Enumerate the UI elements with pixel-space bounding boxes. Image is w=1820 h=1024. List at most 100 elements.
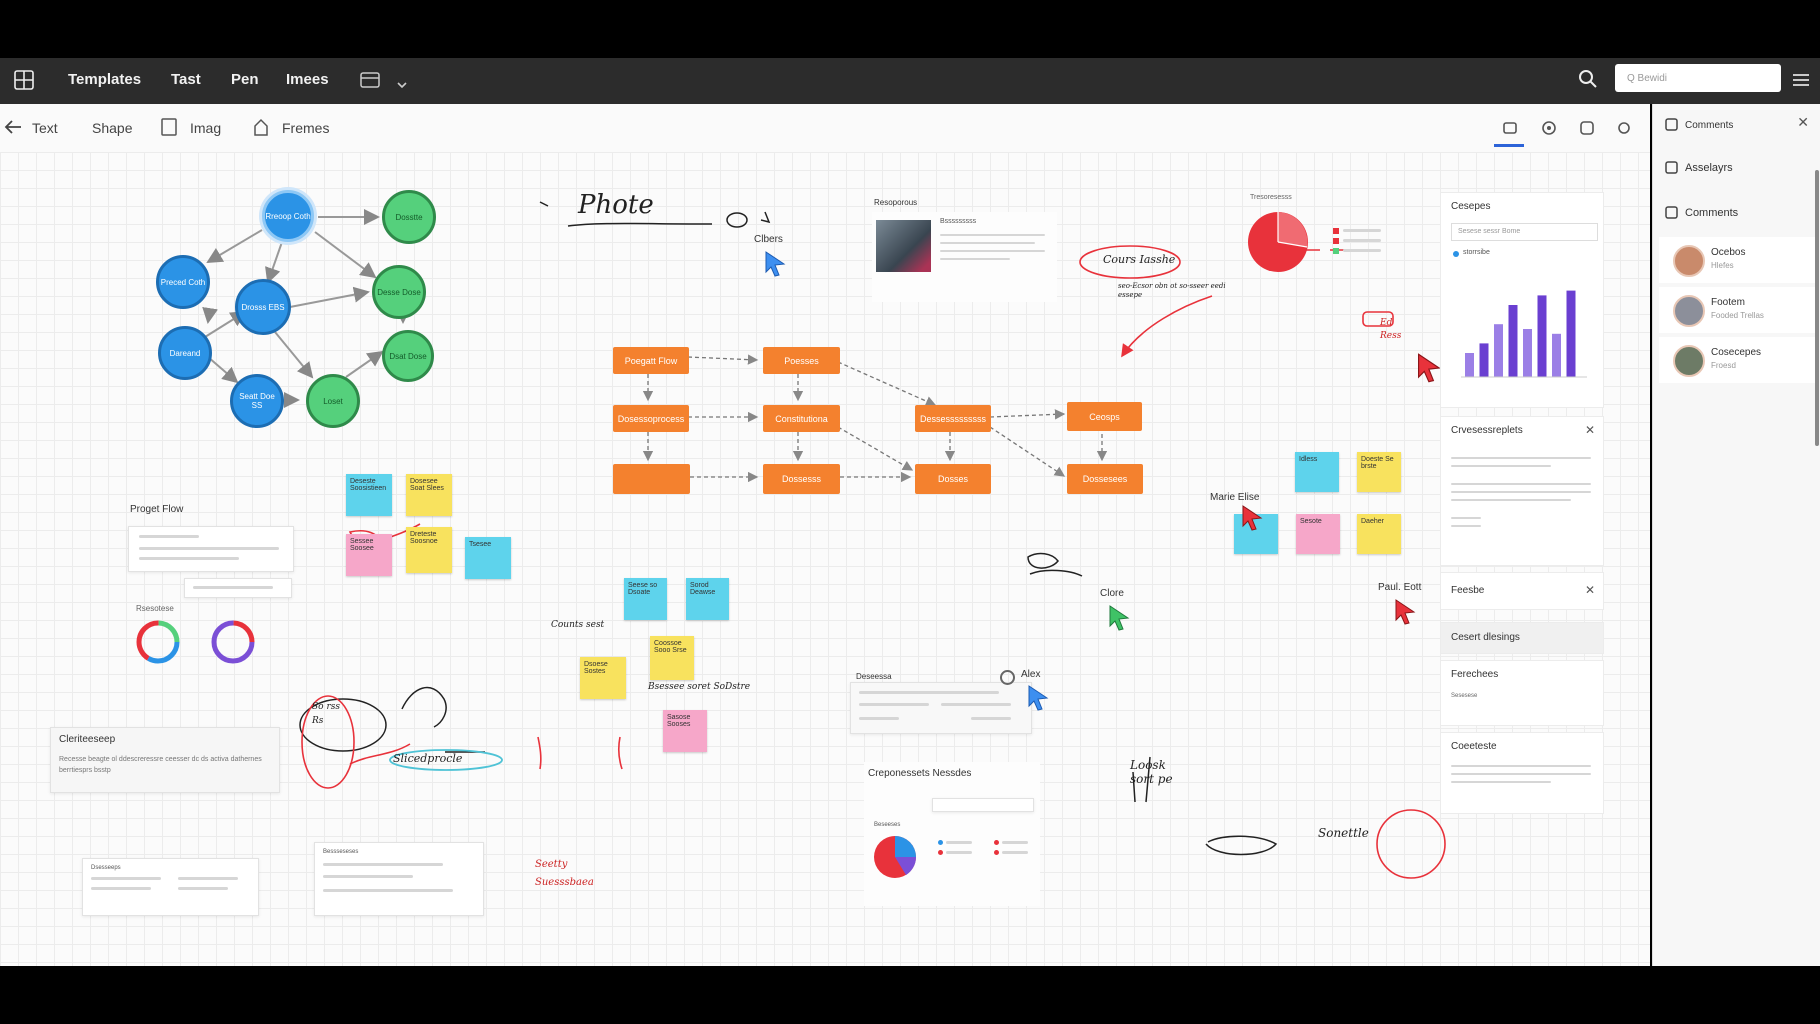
flow-box-9[interactable]: Dosses	[915, 464, 991, 494]
sidebar-header: Comments	[1685, 120, 1734, 131]
green-cursor-icon	[1109, 605, 1130, 631]
graph-node-7[interactable]: Dsat Dose	[382, 330, 434, 382]
graph-node-2[interactable]: Dosstte	[382, 190, 436, 244]
view-icon-2[interactable]	[1541, 120, 1557, 141]
dashboard-title: Deseessa	[856, 672, 892, 681]
close-icon[interactable]: ✕	[1584, 583, 1595, 597]
graph-node-9[interactable]: Loset	[306, 374, 360, 428]
components-tabs[interactable]	[932, 798, 1034, 812]
close-icon[interactable]: ✕	[1584, 423, 1595, 437]
sticky-note[interactable]: Dreteste Soosnoe	[406, 527, 452, 573]
components-sub: Beseeses	[874, 822, 901, 828]
menu-pen[interactable]: Pen	[231, 71, 259, 88]
red-cursor-icon	[1395, 599, 1416, 625]
sticky-note[interactable]: Sessee Soosee	[346, 534, 392, 576]
back-arrow-icon[interactable]	[4, 119, 22, 140]
panel-coeeteste[interactable]: Coeeteste	[1440, 732, 1604, 814]
panel-crvesessreplets[interactable]: Crvesessreplets ✕	[1440, 416, 1604, 566]
menu-templates[interactable]: Templates	[68, 71, 142, 88]
search-icon[interactable]	[1578, 69, 1598, 94]
sticky-note[interactable]: Deseste Soosistieen	[346, 474, 392, 516]
toolbar: Text Shape Imag Fremes	[0, 104, 1650, 153]
panel-crvesessreplets-title: Crvesessreplets	[1451, 425, 1523, 436]
article-card[interactable]: Bsssssssss	[872, 212, 1057, 302]
components-card[interactable]: Creponessets Nessdes Beseeses	[864, 762, 1040, 906]
note-card-title: Cleriteeseep	[59, 734, 116, 745]
sticky-note[interactable]: Daeher	[1357, 514, 1401, 554]
view-icon-1[interactable]	[1502, 120, 1518, 141]
panel-cesepes[interactable]: Cesepes Sesese sessr Bome storrsibe	[1440, 192, 1604, 408]
bottom-bar	[0, 966, 1820, 1024]
project-flow-card[interactable]	[128, 526, 294, 572]
layers-icon	[1665, 161, 1678, 179]
flow-box-7[interactable]	[613, 464, 690, 494]
sticky-note[interactable]: Sesote	[1296, 514, 1340, 554]
bar-chart	[1461, 290, 1587, 378]
dashboard-card[interactable]	[850, 682, 1032, 734]
panel-cesert-dlesings[interactable]: Cesert dlesings	[1440, 622, 1604, 654]
flow-box-6[interactable]: Ceosps	[1067, 402, 1142, 431]
layout-icon[interactable]	[360, 72, 380, 93]
panel-feesbe[interactable]: Feesbe ✕	[1440, 572, 1604, 610]
flow-box-1[interactable]: Poegatt Flow	[613, 347, 689, 374]
comments-icon	[1665, 206, 1678, 224]
pie-title: Tresoresesss	[1250, 194, 1292, 201]
red-cursor-icon	[1242, 505, 1263, 531]
flow-box-8[interactable]: Dossesss	[763, 464, 840, 494]
text-tool[interactable]: Text	[32, 120, 58, 136]
sticky-note[interactable]: Coossoe Sooo Srse	[650, 636, 694, 680]
sticky-note[interactable]: Dsoese Sostes	[580, 657, 626, 699]
sticky-note[interactable]: Tsesee	[465, 537, 511, 579]
menu-icon[interactable]	[1792, 72, 1810, 93]
sticky-note[interactable]: Idless	[1295, 452, 1339, 492]
menu-images[interactable]: Imees	[286, 71, 329, 88]
sticky-note[interactable]: Dosesee Soat Slees	[406, 474, 452, 516]
shape-tool[interactable]: Shape	[92, 120, 133, 136]
graph-node-6[interactable]: Dareand	[158, 326, 212, 380]
thumbnail-card-1[interactable]: Dsesseeps	[82, 858, 259, 916]
user-item[interactable]: Footem Fooded Trellas	[1659, 287, 1817, 333]
flow-box-2[interactable]: Poesses	[763, 347, 840, 374]
close-icon[interactable]: ✕	[1797, 114, 1809, 130]
image-icon	[161, 118, 177, 141]
sticky-note[interactable]	[1234, 514, 1278, 554]
view-icon-4[interactable]	[1616, 120, 1632, 141]
panel-ferechees[interactable]: Ferechees Sesesese	[1440, 660, 1604, 726]
chevron-down-icon[interactable]	[397, 76, 407, 94]
graph-node-5[interactable]: Desse Dose	[372, 265, 426, 319]
flow-box-3[interactable]: Dosessoprocess	[613, 405, 689, 432]
settings-icon[interactable]	[1000, 670, 1015, 685]
handwriting-slide: Slicedprocle	[393, 752, 463, 765]
note-card[interactable]: Cleriteeseep Recesse beagte ol ddescrere…	[50, 727, 280, 793]
sidebar-item-comments[interactable]: Comments	[1685, 207, 1739, 219]
menu-tast[interactable]: Tast	[171, 71, 201, 88]
sticky-note[interactable]: Doeste Se brste	[1357, 452, 1401, 492]
graph-node-3[interactable]: Preced Coth	[156, 255, 210, 309]
sidebar-item-layers[interactable]: Asselayrs	[1685, 162, 1733, 174]
thumbnail-title-1: Dsesseeps	[91, 865, 121, 871]
flow-box-10[interactable]: Dossesees	[1067, 464, 1143, 494]
thumbnail-card-2[interactable]: Bessseseses	[314, 842, 484, 916]
graph-node-8[interactable]: Seatt Doe SS	[230, 374, 284, 428]
scrollbar[interactable]	[1815, 170, 1819, 446]
sticky-note[interactable]: Seese so Dsoate	[624, 578, 667, 620]
handwriting-bsessee: Bsessee soret SoDstre	[648, 682, 751, 692]
graph-node-1[interactable]: Rreoop Coth	[262, 190, 314, 242]
flow-box-5[interactable]: Dessesssssssss	[915, 405, 991, 432]
user-item[interactable]: Ocebos Hlefes	[1659, 237, 1817, 283]
radio-dot[interactable]	[1453, 251, 1459, 257]
panel-coeeteste-title: Coeeteste	[1451, 741, 1497, 752]
flow-box-4[interactable]: Constitutiona	[763, 405, 840, 432]
frames-tool-label[interactable]: Fremes	[282, 120, 330, 136]
view-icon-3[interactable]	[1579, 120, 1595, 141]
sticky-note[interactable]: Sorod Deawse	[686, 578, 729, 620]
user-item[interactable]: Cosecepes Froesd	[1659, 337, 1817, 383]
whiteboard-canvas[interactable]: Rreoop Coth Dosstte Preced Coth Drosss E…	[0, 152, 1650, 966]
image-tool[interactable]: Imag	[190, 120, 222, 136]
grid-icon[interactable]	[14, 70, 34, 95]
panel-cesepes-input[interactable]: Sesese sessr Bome	[1451, 223, 1598, 241]
graph-node-4[interactable]: Drosss EBS	[235, 279, 291, 335]
sticky-note[interactable]: Sasose Sooses	[663, 710, 707, 752]
bar	[1537, 295, 1547, 377]
search-input[interactable]: Q Bewidi	[1615, 64, 1781, 92]
